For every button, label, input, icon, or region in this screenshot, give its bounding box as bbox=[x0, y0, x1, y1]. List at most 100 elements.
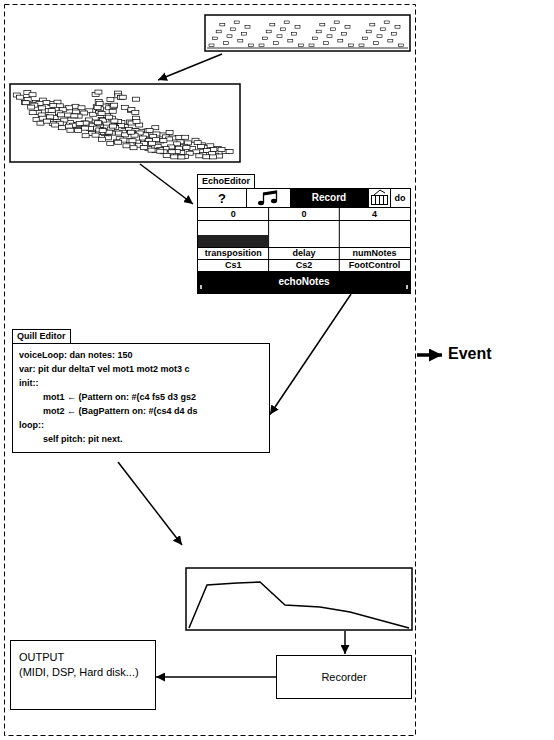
note-mark bbox=[193, 150, 200, 154]
control-label: 0 bbox=[301, 209, 306, 218]
note-mark bbox=[241, 33, 246, 36]
note-mark bbox=[160, 138, 167, 142]
control-label: numNotes bbox=[353, 249, 397, 258]
control-label: FootControl bbox=[349, 261, 400, 270]
note-mark bbox=[16, 95, 23, 99]
note-mark bbox=[313, 37, 318, 40]
code-line: var: pit dur deltaT vel mot1 mot2 mot3 c bbox=[19, 362, 190, 376]
note-mark bbox=[48, 108, 55, 112]
note-mark bbox=[107, 142, 114, 146]
note-mark bbox=[182, 135, 189, 139]
note-mark bbox=[65, 124, 72, 128]
note-mark bbox=[373, 42, 378, 45]
note-mark bbox=[99, 129, 106, 133]
dashed-boundary bbox=[5, 5, 416, 736]
note-mark bbox=[366, 30, 371, 33]
note-mark bbox=[323, 42, 328, 45]
note-mark bbox=[75, 129, 82, 133]
note-mark bbox=[94, 106, 101, 110]
note-mark bbox=[281, 28, 286, 31]
output-label: Event bbox=[448, 345, 492, 363]
note-mark bbox=[82, 126, 89, 130]
note-mark bbox=[169, 149, 176, 153]
icon-keys bbox=[376, 196, 384, 204]
keyboard-icon bbox=[372, 190, 388, 205]
note-mark bbox=[359, 44, 364, 47]
note-mark bbox=[37, 121, 44, 125]
control-label: transposition bbox=[205, 249, 262, 258]
control-label: do bbox=[395, 194, 406, 203]
note-mark bbox=[95, 90, 102, 94]
note-mark bbox=[209, 44, 214, 47]
control-label: 0 bbox=[231, 209, 236, 218]
piano-roll-small bbox=[205, 15, 410, 51]
note-mark bbox=[316, 30, 321, 33]
note-mark bbox=[249, 44, 254, 47]
note-mark bbox=[277, 35, 282, 38]
note-mark bbox=[132, 110, 139, 114]
note-mark bbox=[178, 155, 185, 159]
envelope-box bbox=[186, 568, 412, 630]
note-mark bbox=[331, 28, 336, 31]
control-label: 4 bbox=[372, 209, 377, 218]
grid-line bbox=[198, 220, 410, 221]
note-mark bbox=[377, 35, 382, 38]
note-mark bbox=[231, 28, 236, 31]
note-mark bbox=[384, 21, 389, 24]
grid-line bbox=[198, 207, 410, 208]
note-mark bbox=[140, 146, 147, 150]
code-line: loop:: bbox=[19, 418, 44, 432]
note-mark bbox=[29, 93, 36, 97]
control-label: echoNotes bbox=[278, 277, 329, 287]
note-mark bbox=[110, 124, 117, 128]
note-mark bbox=[157, 149, 164, 153]
note-mark bbox=[213, 37, 218, 40]
note-mark bbox=[320, 23, 325, 26]
code-line: self pitch: pit next. bbox=[43, 432, 123, 446]
note-mark bbox=[72, 110, 79, 114]
note-mark bbox=[218, 147, 225, 151]
note-mark bbox=[146, 128, 153, 132]
note-mark bbox=[203, 155, 210, 159]
note-mark bbox=[341, 33, 346, 36]
editor-window: EchoEditor?Recorddo004transpositiondelay… bbox=[197, 188, 411, 294]
note-mark bbox=[266, 30, 271, 33]
note-mark bbox=[259, 44, 264, 47]
code-line: mot1 ← (Pattern on: #(c4 fs5 d3 gs2 bbox=[43, 390, 196, 404]
control-label: Cs1 bbox=[225, 261, 242, 270]
note-mark bbox=[119, 95, 126, 99]
note-beam bbox=[264, 191, 277, 196]
note-mark bbox=[226, 149, 233, 153]
note-mark bbox=[245, 26, 250, 29]
note-mark bbox=[338, 39, 343, 42]
note-mark bbox=[363, 37, 368, 40]
baseline-mark bbox=[207, 48, 408, 49]
piano-roll-notes bbox=[13, 90, 233, 159]
note-mark bbox=[270, 23, 275, 26]
note-mark bbox=[95, 121, 102, 125]
note-mark bbox=[67, 128, 74, 132]
note-mark bbox=[309, 44, 314, 47]
note-mark bbox=[21, 100, 28, 104]
output-box: OUTPUT(MIDI, DSP, Hard disk...) bbox=[10, 640, 156, 710]
note-mark bbox=[234, 21, 239, 24]
envelope-curve bbox=[189, 582, 409, 628]
note-stem bbox=[264, 191, 277, 203]
note-mark bbox=[129, 139, 136, 143]
note-mark bbox=[183, 146, 190, 150]
note-mark bbox=[227, 35, 232, 38]
note-mark bbox=[391, 33, 396, 36]
control-label: Record bbox=[312, 193, 346, 203]
note-mark bbox=[58, 113, 65, 117]
flow-arrow bbox=[344, 631, 346, 654]
note-mark bbox=[284, 21, 289, 24]
window-title: Quill Editor bbox=[12, 329, 71, 344]
note-mark bbox=[327, 35, 332, 38]
flow-arrow bbox=[118, 462, 182, 545]
grid-line bbox=[339, 207, 340, 271]
control-label: delay bbox=[292, 249, 315, 258]
slider-bar bbox=[198, 235, 269, 247]
note-mark bbox=[71, 114, 78, 118]
note-mark bbox=[388, 39, 393, 42]
flow-arrow bbox=[156, 676, 276, 678]
